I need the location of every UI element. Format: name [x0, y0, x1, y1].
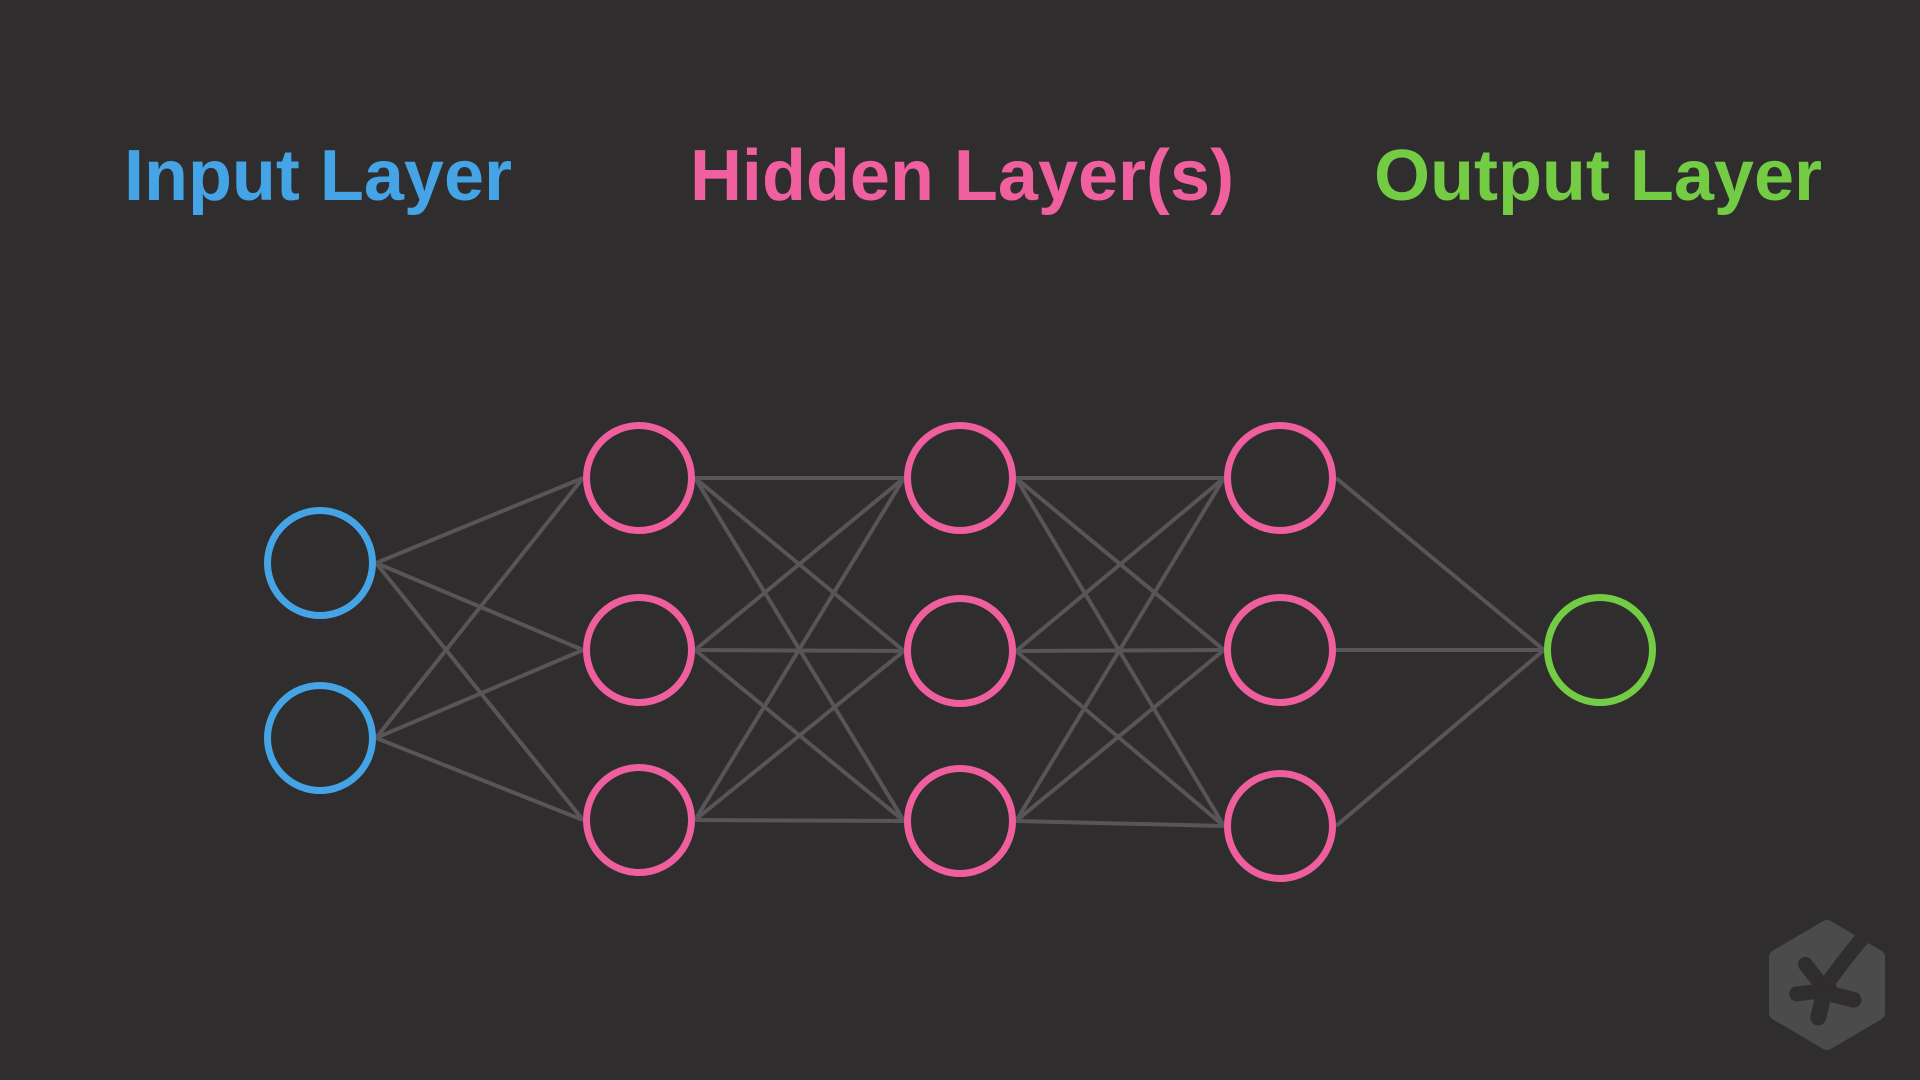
edge-hidden-layer-2-to-hidden-layer-3	[1014, 476, 1226, 653]
logo-hexagon-badge-stroke	[1768, 920, 1886, 1050]
edge-input-layer-to-hidden-layer-1	[374, 476, 585, 740]
layer-title-hidden: Hidden Layer(s)	[689, 136, 1235, 216]
input-layer-node	[264, 682, 376, 794]
edge-hidden-layer-1-to-hidden-layer-2	[693, 476, 906, 822]
edge-hidden-layer-2-to-hidden-layer-3	[1014, 476, 1226, 823]
edge-input-layer-to-hidden-layer-1	[375, 648, 584, 740]
hidden-layer-3-node	[1224, 594, 1336, 706]
output-layer-node	[1544, 594, 1656, 706]
edge-hidden-layer-1-to-hidden-layer-2	[693, 476, 906, 652]
edge-hidden-layer-3-to-output-layer	[1334, 648, 1546, 828]
edge-hidden-layer-2-to-hidden-layer-3	[1015, 819, 1225, 828]
hidden-layer-2-node	[904, 422, 1016, 534]
edge-input-layer-to-hidden-layer-1	[375, 476, 584, 565]
input-layer-node	[264, 507, 376, 619]
hidden-layer-2-node	[904, 595, 1016, 707]
edge-input-layer-to-hidden-layer-1	[374, 561, 585, 822]
edge-hidden-layer-2-to-hidden-layer-3	[1014, 649, 1226, 828]
edge-hidden-layer-1-to-hidden-layer-2	[694, 818, 905, 823]
edge-hidden-layer-3-to-output-layer	[1334, 476, 1546, 652]
hidden-layer-3-node	[1224, 770, 1336, 882]
layer-title-input: Input Layer	[123, 136, 513, 216]
hidden-layer-1-node	[583, 764, 695, 876]
layer-title-output: Output Layer	[1373, 136, 1823, 216]
edge-hidden-layer-2-to-hidden-layer-3	[1014, 648, 1226, 823]
hidden-layer-3-node	[1224, 422, 1336, 534]
hidden-layer-2-node	[904, 765, 1016, 877]
edge-input-layer-to-hidden-layer-1	[375, 736, 584, 822]
hidden-layer-1-node	[583, 594, 695, 706]
network-edges	[374, 476, 1546, 828]
network-nodes	[264, 422, 1656, 882]
frog-footprint-icon	[1789, 918, 1884, 1026]
hidden-layer-1-node	[583, 422, 695, 534]
edge-hidden-layer-1-to-hidden-layer-2	[693, 649, 906, 822]
treehouse-logo	[1768, 918, 1886, 1050]
